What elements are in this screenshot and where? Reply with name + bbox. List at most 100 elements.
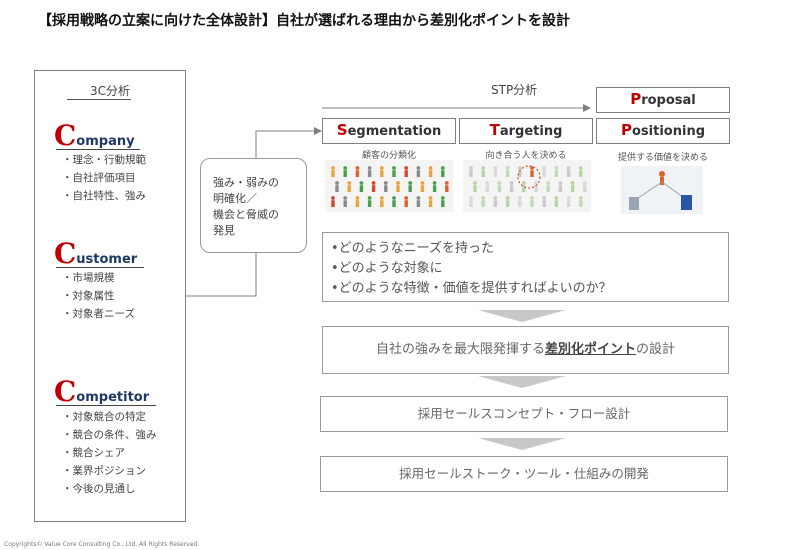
person-icon [566, 196, 571, 208]
person-icon [566, 166, 571, 178]
person-icon [578, 196, 583, 208]
threec-heading-underline [67, 99, 131, 100]
person-icon [367, 196, 372, 208]
person-icon [493, 196, 498, 208]
person-icon [355, 166, 360, 178]
threec-panel [34, 70, 186, 522]
person-icon [428, 196, 433, 208]
swot-line: 発見 [213, 224, 235, 237]
list-item: ・対象属性 [62, 290, 115, 302]
person-icon [367, 166, 372, 178]
person-icon [582, 181, 587, 193]
swot-to-stp-arrow [255, 130, 316, 158]
targeting-initial: T [489, 121, 500, 139]
person-icon [469, 196, 473, 208]
company-initial: C [54, 119, 77, 152]
proposal-label: roposal [641, 93, 696, 108]
list-item: ・業界ポジション [62, 465, 146, 477]
person-icon [355, 196, 360, 208]
person-icon [404, 196, 409, 208]
targeting-caption: 向き合う人を決める [485, 151, 567, 161]
person-icon [371, 181, 376, 193]
person-icon [335, 181, 339, 193]
positioning-caption: 提供する価値を決める [617, 153, 708, 163]
person-icon [343, 166, 348, 178]
person-icon [408, 181, 413, 193]
list-item: ・市場規模 [62, 272, 115, 284]
company-underline [56, 149, 140, 150]
person-icon [469, 166, 473, 178]
person-icon [432, 181, 437, 193]
person-icon [530, 196, 534, 208]
person-icon [558, 181, 563, 193]
step3-text: 採用セールストーク・ツール・仕組みの開発 [399, 466, 649, 481]
positioning-label: ositioning [632, 124, 705, 139]
target-highlight-icon [517, 165, 541, 189]
list-item: ・対象競合の特定 [62, 411, 146, 423]
question-line: •どのようなニーズを持った [331, 241, 495, 256]
customer-label: ustomer [76, 252, 138, 267]
person-icon [481, 166, 486, 178]
targeting-box: Targeting [459, 118, 593, 144]
positioning-initial: P [621, 121, 632, 139]
question-line: •どのような特徴・価値を提供すればよいのか？ [331, 281, 612, 296]
person-icon [505, 166, 510, 178]
segmentation-initial: S [336, 121, 348, 139]
step1-emphasis: 差別化ポイント [544, 342, 636, 357]
positioning-illustration [621, 166, 703, 214]
person-icon [554, 166, 559, 178]
person-icon [485, 181, 490, 193]
step1-suffix: の設計 [636, 342, 676, 357]
proposal-initial: P [630, 90, 642, 108]
person-icon [493, 166, 498, 178]
person-icon [481, 196, 486, 208]
customer-header: Customer [54, 240, 137, 268]
person-icon [383, 181, 388, 193]
person-icon [505, 196, 510, 208]
stp-label: STP分析 [491, 83, 538, 97]
segmentation-label: egmentation [347, 124, 442, 139]
step1-text: 自社の強みを最大限発揮する [375, 342, 545, 357]
list-item: ・競合の条件、強み [62, 429, 157, 441]
person-icon [659, 171, 665, 177]
list-item: ・対象者ニーズ [62, 308, 135, 320]
person-icon [379, 196, 384, 208]
sales-tools-box: 採用セールストーク・ツール・仕組みの開発 [320, 456, 728, 492]
segmentation-people-illustration [325, 160, 453, 212]
person-icon [570, 181, 575, 193]
person-icon [517, 196, 522, 208]
company-header: Company [54, 122, 135, 150]
segmentation-box: Segmentation [322, 118, 456, 144]
question-line: •どのような対象に [331, 261, 443, 276]
building-icon [629, 197, 639, 210]
swot-to-stp-arrowhead [314, 127, 322, 135]
list-item: ・自社評価項目 [62, 172, 136, 184]
person-icon [392, 166, 396, 178]
competitor-underline [56, 405, 156, 406]
person-icon [331, 196, 335, 208]
building-icon [681, 195, 692, 210]
person-icon [416, 166, 421, 178]
down-chevron-3 [478, 438, 566, 450]
person-icon [509, 181, 514, 193]
competitor-list: ・対象競合の特定 ・競合の条件、強み ・競合シェア ・業界ポジション ・今後の見… [62, 408, 157, 498]
list-item: ・理念・行動規範 [62, 154, 146, 166]
person-icon [521, 181, 526, 193]
segmentation-caption: 顧客の分類化 [361, 151, 416, 161]
person-icon [440, 196, 445, 208]
competitor-initial: C [54, 375, 77, 408]
list-item: ・今後の見通し [62, 483, 136, 495]
questions-box: •どのようなニーズを持った •どのような対象に •どのような特徴・価値を提供すれ… [322, 232, 729, 302]
list-item: ・競合シェア [62, 447, 125, 459]
swot-line: 強み・弱みの [213, 176, 279, 189]
step2-text: 採用セールスコンセプト・フロー設計 [417, 406, 631, 421]
person-icon [534, 181, 538, 193]
list-item: ・自社特性、強み [62, 190, 146, 202]
customer-list: ・市場規模 ・対象属性 ・対象者ニーズ [62, 269, 135, 323]
customer-underline [56, 267, 144, 268]
person-icon [542, 196, 547, 208]
threec-heading: 3C分析 [89, 84, 130, 98]
competitor-header: Competitor [54, 378, 149, 406]
down-chevron-1 [478, 310, 566, 322]
